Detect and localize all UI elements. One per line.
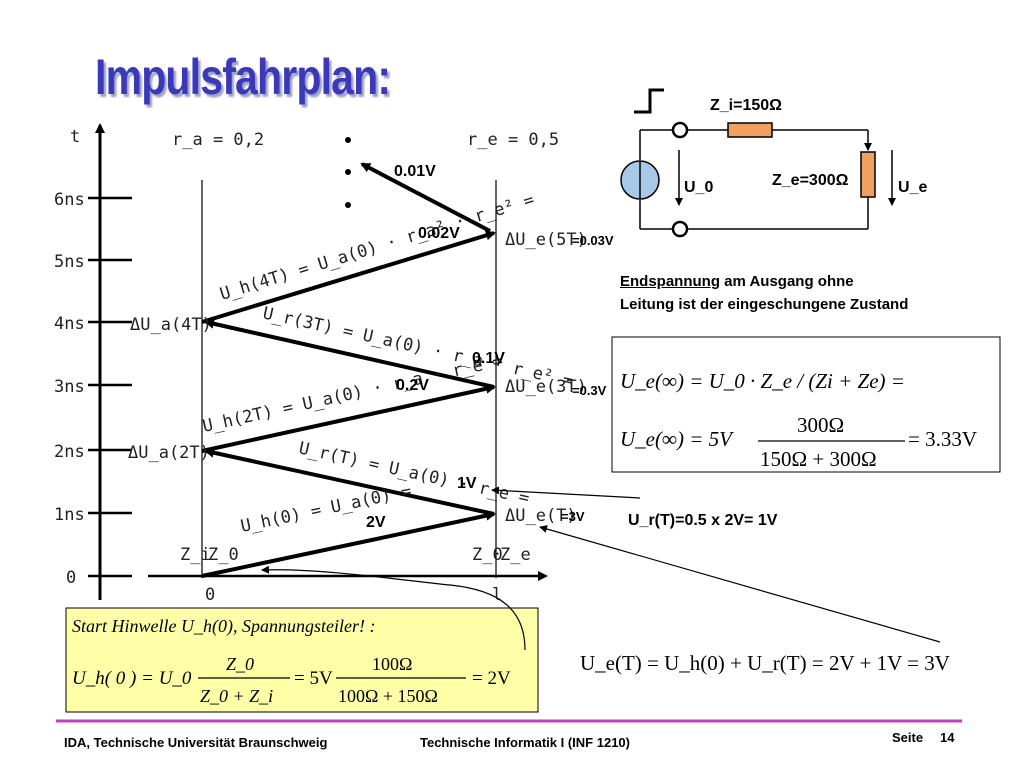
start-box-numerator: Z_0 [226,654,254,674]
u0-label: U_0 [684,179,713,196]
position-axis: 0 l [148,571,548,605]
formula-fraction-numerator: 300Ω [797,413,844,437]
delta-ue-5t-label: ΔU_e(5T) [505,230,587,250]
ze-label: Z_e [500,545,531,565]
ue-equation: U_e(T) = U_h(0) + U_r(T) = 2V + 1V = 3V [580,651,950,675]
ze-circuit-label: Z_e=300Ω [772,172,849,189]
delta-ue-3t-value: =0.3V [572,383,607,398]
circuit-schematic: U_0 U_e Z_i=150Ω Z_e=300Ω [620,88,927,238]
ur-t-value: 1V [457,475,477,492]
footer-center: Technische Informatik I (INF 1210) [420,735,630,750]
formula-box [611,336,1001,473]
zi-resistor-icon [727,122,773,138]
continuation-dot [345,202,351,208]
start-box-result: = 2V [472,668,511,689]
zi-circuit-label: Z_i=150Ω [710,97,782,114]
next-wave-value: 0.01V [394,163,436,180]
tick-label-5ns: 5ns [54,252,85,272]
ur-3t-value: 0.1V [472,350,505,367]
wave-arrow-uh-4t [201,230,496,324]
formula-ue-inf-1: U_e(∞) = U_0 · Z_e / (Zi + Ze) = [620,369,905,393]
uh0-value: 2V [366,514,386,531]
uh0-expression: U_h(0) = U_a(0) = [239,481,413,537]
wave-arrow-ur-t [204,447,495,516]
tick-label-2ns: 2ns [54,442,85,462]
start-box-pointer [261,565,526,651]
z0-left-label: Z_0 [208,545,239,565]
position-start-label: 0 [205,585,215,605]
start-box-numerator-2: 100Ω [372,654,412,674]
zi-label: Z_i [180,545,211,565]
delta-ue-5t-value: =0.03V [572,233,614,248]
tick-label-3ns: 3ns [54,377,85,397]
delta-ue-t-label: ΔU_e(T) [505,506,577,526]
wave-arrow-uh0 [201,510,496,578]
ur-note-pointer [491,486,641,499]
ue-eq-pointer [539,525,941,643]
wave-arrow-next [360,162,491,233]
formula-fraction-denominator: 150Ω + 300Ω [760,447,877,471]
ur-note: U_r(T)=0.5 x 2V= 1V [628,512,778,529]
delta-ue-3t-label: ΔU_e(3T) [505,377,587,397]
tick-label-1ns: 1ns [54,505,85,525]
footer-left: IDA, Technische Universität Braunschweig [64,735,328,750]
continuation-dot [345,137,351,143]
terminal-bottom [671,220,689,238]
re-label: r_e = 0,5 [467,130,559,150]
ra-label: r_a = 0,2 [172,130,264,150]
continuation-dot [345,169,351,175]
footer-page-number: 14 [940,730,955,745]
uh-2t-value: 0.2V [396,377,429,394]
start-wave-box [65,607,539,713]
start-box-heading: Start Hinwelle U_h(0), Spannungsteiler! … [72,616,375,637]
start-box-denominator-2: 100Ω + 150Ω [338,686,438,706]
t-axis-label: t [70,127,80,147]
delta-ua-2t-label: ΔU_a(2T) [128,443,210,463]
endspannung-line1-rest: am Ausgang ohne [720,273,854,290]
slide-title: Impulsfahrplan: [95,49,391,105]
endspannung-line2: Leitung ist der eingeschungene Zustand [620,296,909,313]
wave-arrow-uh-2t [201,383,496,453]
terminal-top [671,121,689,139]
delta-ua-4t-label: ΔU_a(4T) [130,315,212,335]
uh-4t-value: 0.02V [418,225,460,242]
start-box-denominator: Z_0 + Z_i [200,686,273,706]
ze-resistor-icon [860,151,876,198]
position-end-label: l [492,585,502,605]
tick-label-4ns: 4ns [54,314,85,334]
ue-label: U_e [898,179,927,196]
footer-page-label: Seite [892,730,924,745]
formula-result: = 3.33V [908,427,977,451]
tick-label-0: 0 [66,568,76,588]
endspannung-underlined: Endspannung [620,273,720,290]
delta-ue-t-value: =3V [561,509,585,524]
start-box-mid: = 5V [294,668,333,689]
wave-arrow-ur-3t [204,318,495,389]
time-axis: t 6ns 5ns 4ns 3ns 2ns 1ns 0 [54,123,132,600]
endspannung-note: Endspannung am Ausgang ohne Leitung ist … [620,270,908,316]
tick-label-6ns: 6ns [54,190,85,210]
step-pulse-icon [634,88,664,114]
uh-4t-expression: U_h(4T) = U_a(0) · r_a² · r_e² = [218,190,537,305]
formula-ue-inf-2-lhs: U_e(∞) = 5V [620,427,734,451]
start-box-lhs: U_h( 0 ) = U_0 [72,668,192,689]
z0-right-label: Z_0 [472,545,503,565]
